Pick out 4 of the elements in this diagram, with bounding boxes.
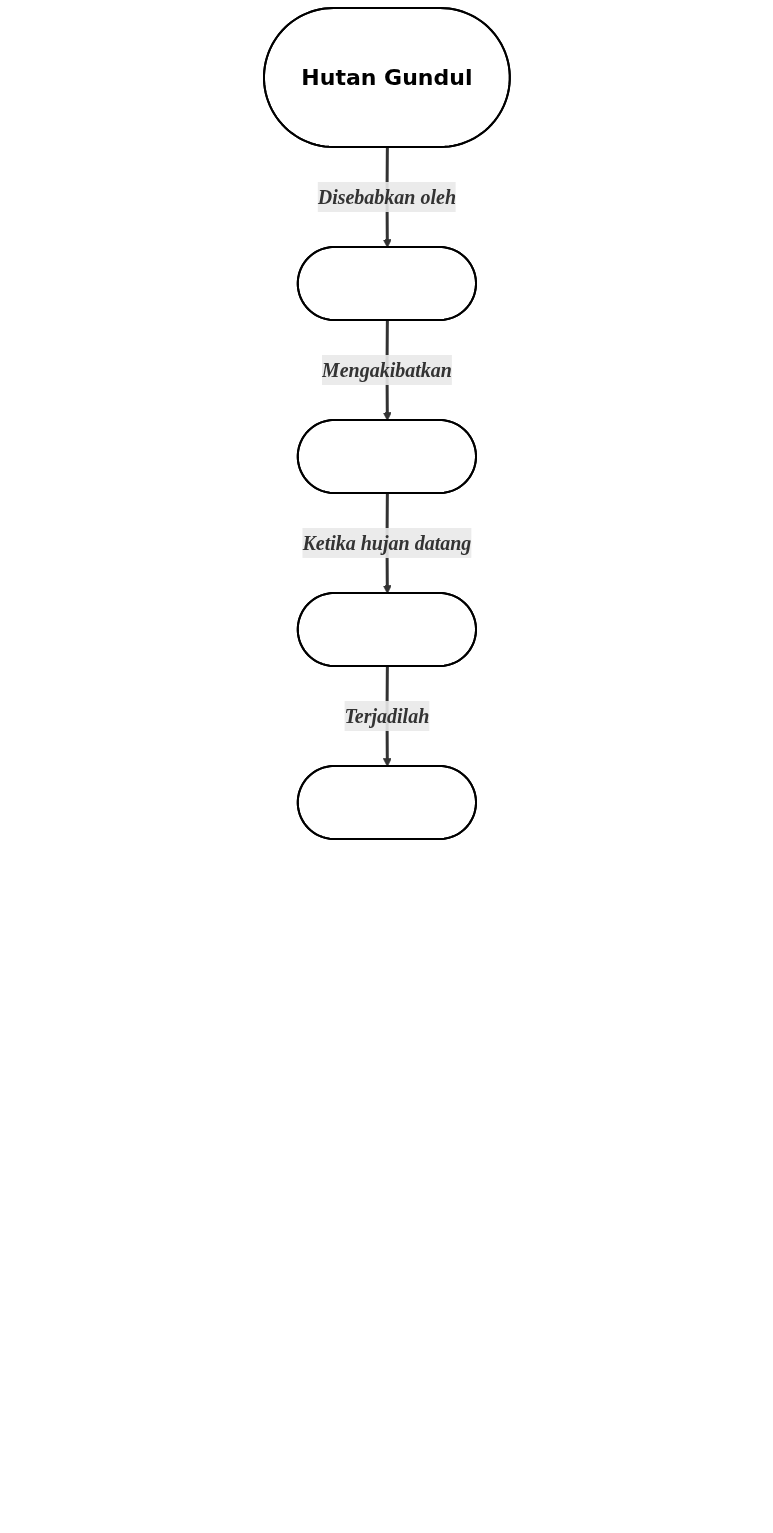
edge-label: Terjadilah bbox=[344, 704, 429, 727]
edge-label: Ketika hujan datang bbox=[302, 531, 471, 554]
edge-label: Mengakibatkan bbox=[321, 358, 452, 381]
edge-label: Disebabkan oleh bbox=[317, 185, 456, 208]
